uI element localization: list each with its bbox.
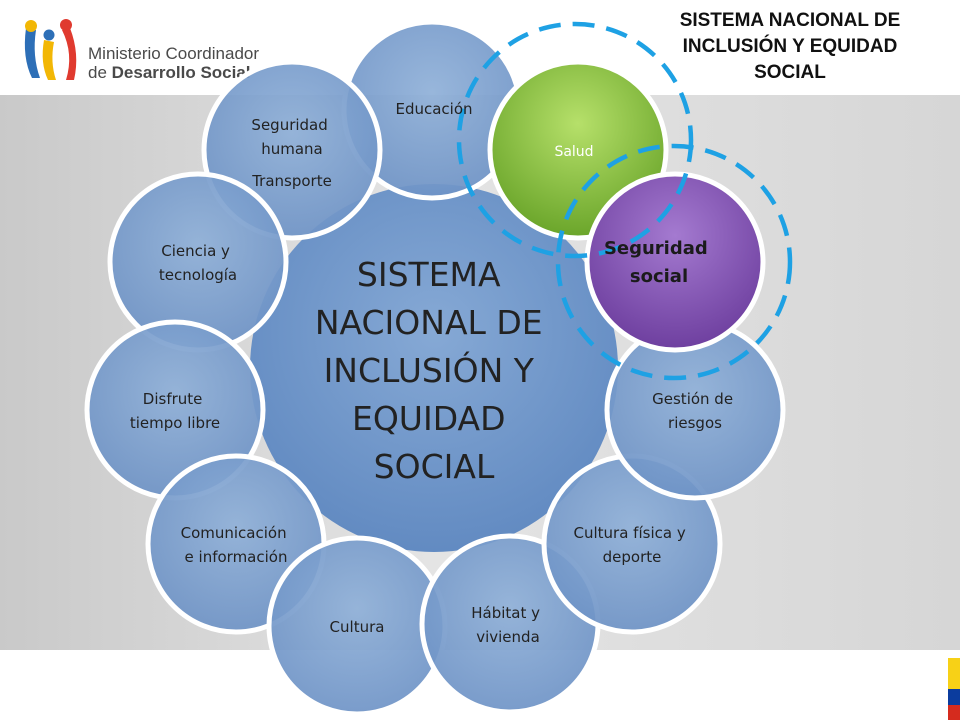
corner-title-line: SOCIAL [754,62,826,83]
label-cultura-fisica: Cultura física y deporte [574,524,691,566]
label-seguridad-humana: Seguridad humana [251,116,332,158]
flag-blue [948,689,960,705]
center-title: SISTEMA NACIONAL DE INCLUSIÓN Y EQUIDAD … [315,255,553,486]
label-educacion: Educación [395,100,472,118]
seguridad-highlight-ring [555,143,793,381]
label-habitat: Hábitat y vivienda [471,604,545,646]
label-transporte: Transporte [251,172,332,190]
label-cultura: Cultura [330,618,385,636]
label-ciencia: Ciencia y tecnología [159,242,237,284]
satellite-seguridad-social [584,171,766,353]
family-logo-icon [24,19,77,80]
logo-org-line1: Ministerio Coordinador [88,44,260,63]
flag-red [948,705,960,720]
ecuador-flag-stripe [948,658,960,720]
logo-org-line2: de Desarrollo Social [88,63,251,82]
label-gestion-riesgos: Gestión de riesgos [652,390,738,432]
salud-highlight-ring [456,21,694,259]
center-circle [250,184,618,552]
flag-yellow [948,658,960,689]
corner-title-line: INCLUSIÓN Y EQUIDAD [682,36,898,57]
label-salud: Salud [554,144,593,160]
label-comunicacion: Comunicación e información [181,524,292,566]
logo-org-line2-bold: Desarrollo Social [111,63,251,82]
corner-title-line: SISTEMA NACIONAL DE [679,10,901,31]
ministry-logo: Ministerio Coordinador de Desarrollo Soc… [18,18,260,88]
logo-org-line2-prefix: de [88,63,112,82]
label-disfrute: Disfrute tiempo libre [130,390,220,432]
label-seguridad-social: Seguridad social [604,238,714,287]
corner-title: SISTEMA NACIONAL DE INCLUSIÓN Y EQUIDAD … [640,8,940,86]
